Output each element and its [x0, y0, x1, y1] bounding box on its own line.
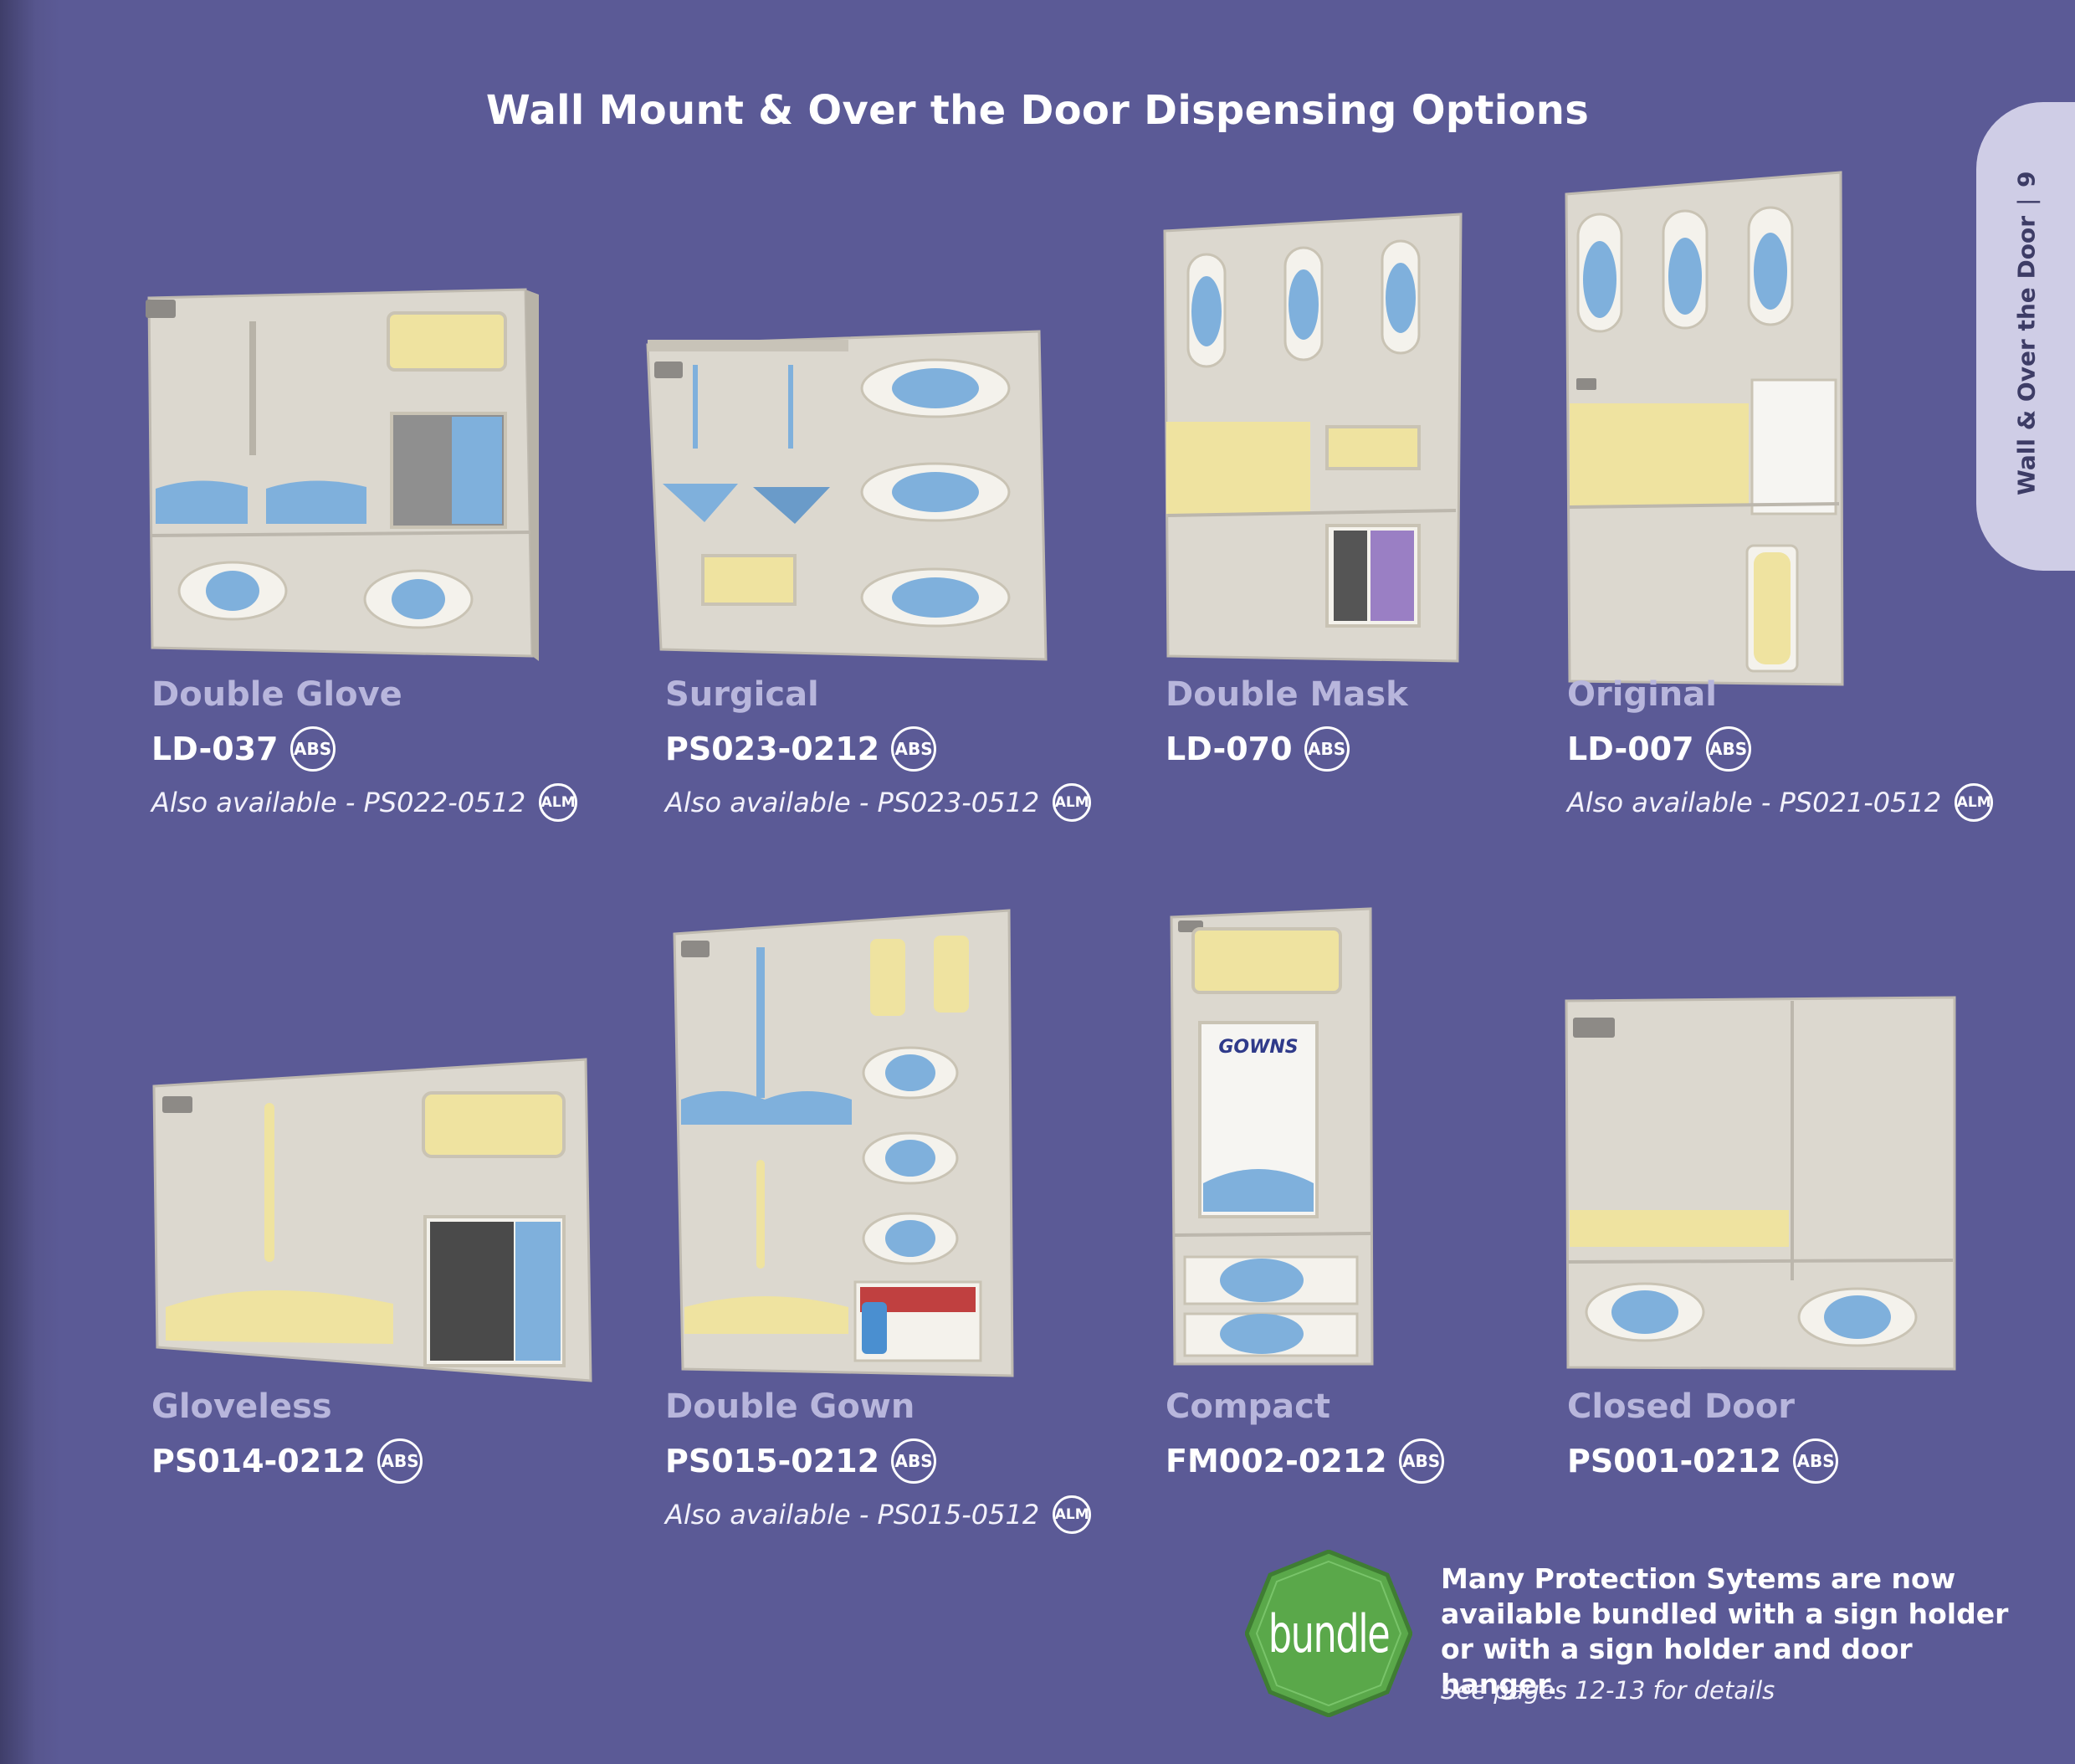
bundle-badge-icon [1245, 1550, 1412, 1717]
material-badge-abs: ABS [1398, 1438, 1444, 1484]
product-code: LD-037 [151, 731, 279, 767]
product-name: Double Gown [665, 1387, 915, 1426]
material-badge-alm: ALM [1053, 1495, 1092, 1534]
surgical-dispenser-image [646, 328, 1048, 663]
product-caption-double-gown: Double Gown PS015-0212 ABS Also availabl… [665, 1387, 1092, 1536]
product-caption-double-mask: Double Mask LD-070 ABS [1166, 674, 1408, 773]
product-caption-closed-door: Closed Door PS001-0212 ABS [1567, 1387, 1839, 1485]
also-available-text: Also available - PS022-0512 [151, 787, 526, 818]
section-tab-label: Wall & Over the Door | 9 [1998, 172, 2055, 495]
gowns-label: GOWNS [1218, 1037, 1298, 1058]
product-name: Gloveless [151, 1387, 332, 1426]
double-mask-dispenser-image [1163, 213, 1464, 663]
product-name: Double Mask [1166, 675, 1408, 714]
product-code: PS001-0212 [1567, 1443, 1782, 1479]
material-badge-alm: ALM [539, 783, 578, 822]
product-caption-compact: Compact FM002-0212 ABS [1166, 1387, 1444, 1485]
material-badge-abs: ABS [1705, 726, 1751, 772]
product-code: PS015-0212 [665, 1443, 880, 1479]
also-available-text: Also available - PS023-0512 [665, 787, 1040, 818]
original-dispenser-image [1565, 171, 1846, 686]
product-caption-gloveless: Gloveless PS014-0212 ABS [151, 1387, 423, 1485]
product-name: Original [1567, 675, 1717, 714]
product-code: PS014-0212 [151, 1443, 366, 1479]
material-badge-abs: ABS [1793, 1438, 1839, 1484]
bundle-badge-label: bundle [1268, 1602, 1391, 1664]
product-caption-surgical: Surgical PS023-0212 ABS Also available -… [665, 674, 1092, 823]
product-code: LD-070 [1166, 731, 1293, 767]
material-badge-abs: ABS [891, 726, 937, 772]
product-name: Compact [1166, 1387, 1330, 1426]
material-badge-alm: ALM [1053, 783, 1092, 822]
page-title: Wall Mount & Over the Door Dispensing Op… [485, 87, 1590, 134]
product-name: Surgical [665, 675, 819, 714]
also-available-text: Also available - PS021-0512 [1567, 787, 1942, 818]
material-badge-alm: ALM [1955, 783, 1994, 822]
product-name: Closed Door [1567, 1387, 1795, 1426]
product-caption-double-glove: Double Glove LD-037 ABS Also available -… [151, 674, 578, 823]
section-separator: | [2012, 197, 2041, 206]
compact-dispenser-image: GOWNS [1170, 907, 1374, 1366]
double-gown-dispenser-image [673, 909, 1016, 1377]
page-number: 9 [2012, 172, 2041, 188]
page-spine-shadow [0, 0, 60, 1764]
product-caption-original: Original LD-007 ABS Also available - PS0… [1567, 674, 1994, 823]
closed-door-dispenser-image [1565, 996, 1956, 1371]
material-badge-abs: ABS [1304, 726, 1350, 772]
product-code: LD-007 [1567, 731, 1694, 767]
product-code: FM002-0212 [1166, 1443, 1387, 1479]
bundle-note: See pages 12-13 for details [1441, 1676, 1775, 1705]
product-name: Double Glove [151, 675, 402, 714]
double-glove-dispenser-image [141, 288, 539, 661]
gloveless-dispenser-image [151, 1056, 594, 1382]
also-available-text: Also available - PS015-0512 [665, 1499, 1040, 1531]
section-tab [1976, 102, 2075, 571]
material-badge-abs: ABS [289, 726, 336, 772]
material-badge-abs: ABS [891, 1438, 937, 1484]
section-name: Wall & Over the Door [2012, 215, 2041, 495]
material-badge-abs: ABS [377, 1438, 423, 1484]
bundle-description: Many Protection Sytems are now available… [1441, 1562, 2009, 1700]
product-code: PS023-0212 [665, 731, 880, 767]
